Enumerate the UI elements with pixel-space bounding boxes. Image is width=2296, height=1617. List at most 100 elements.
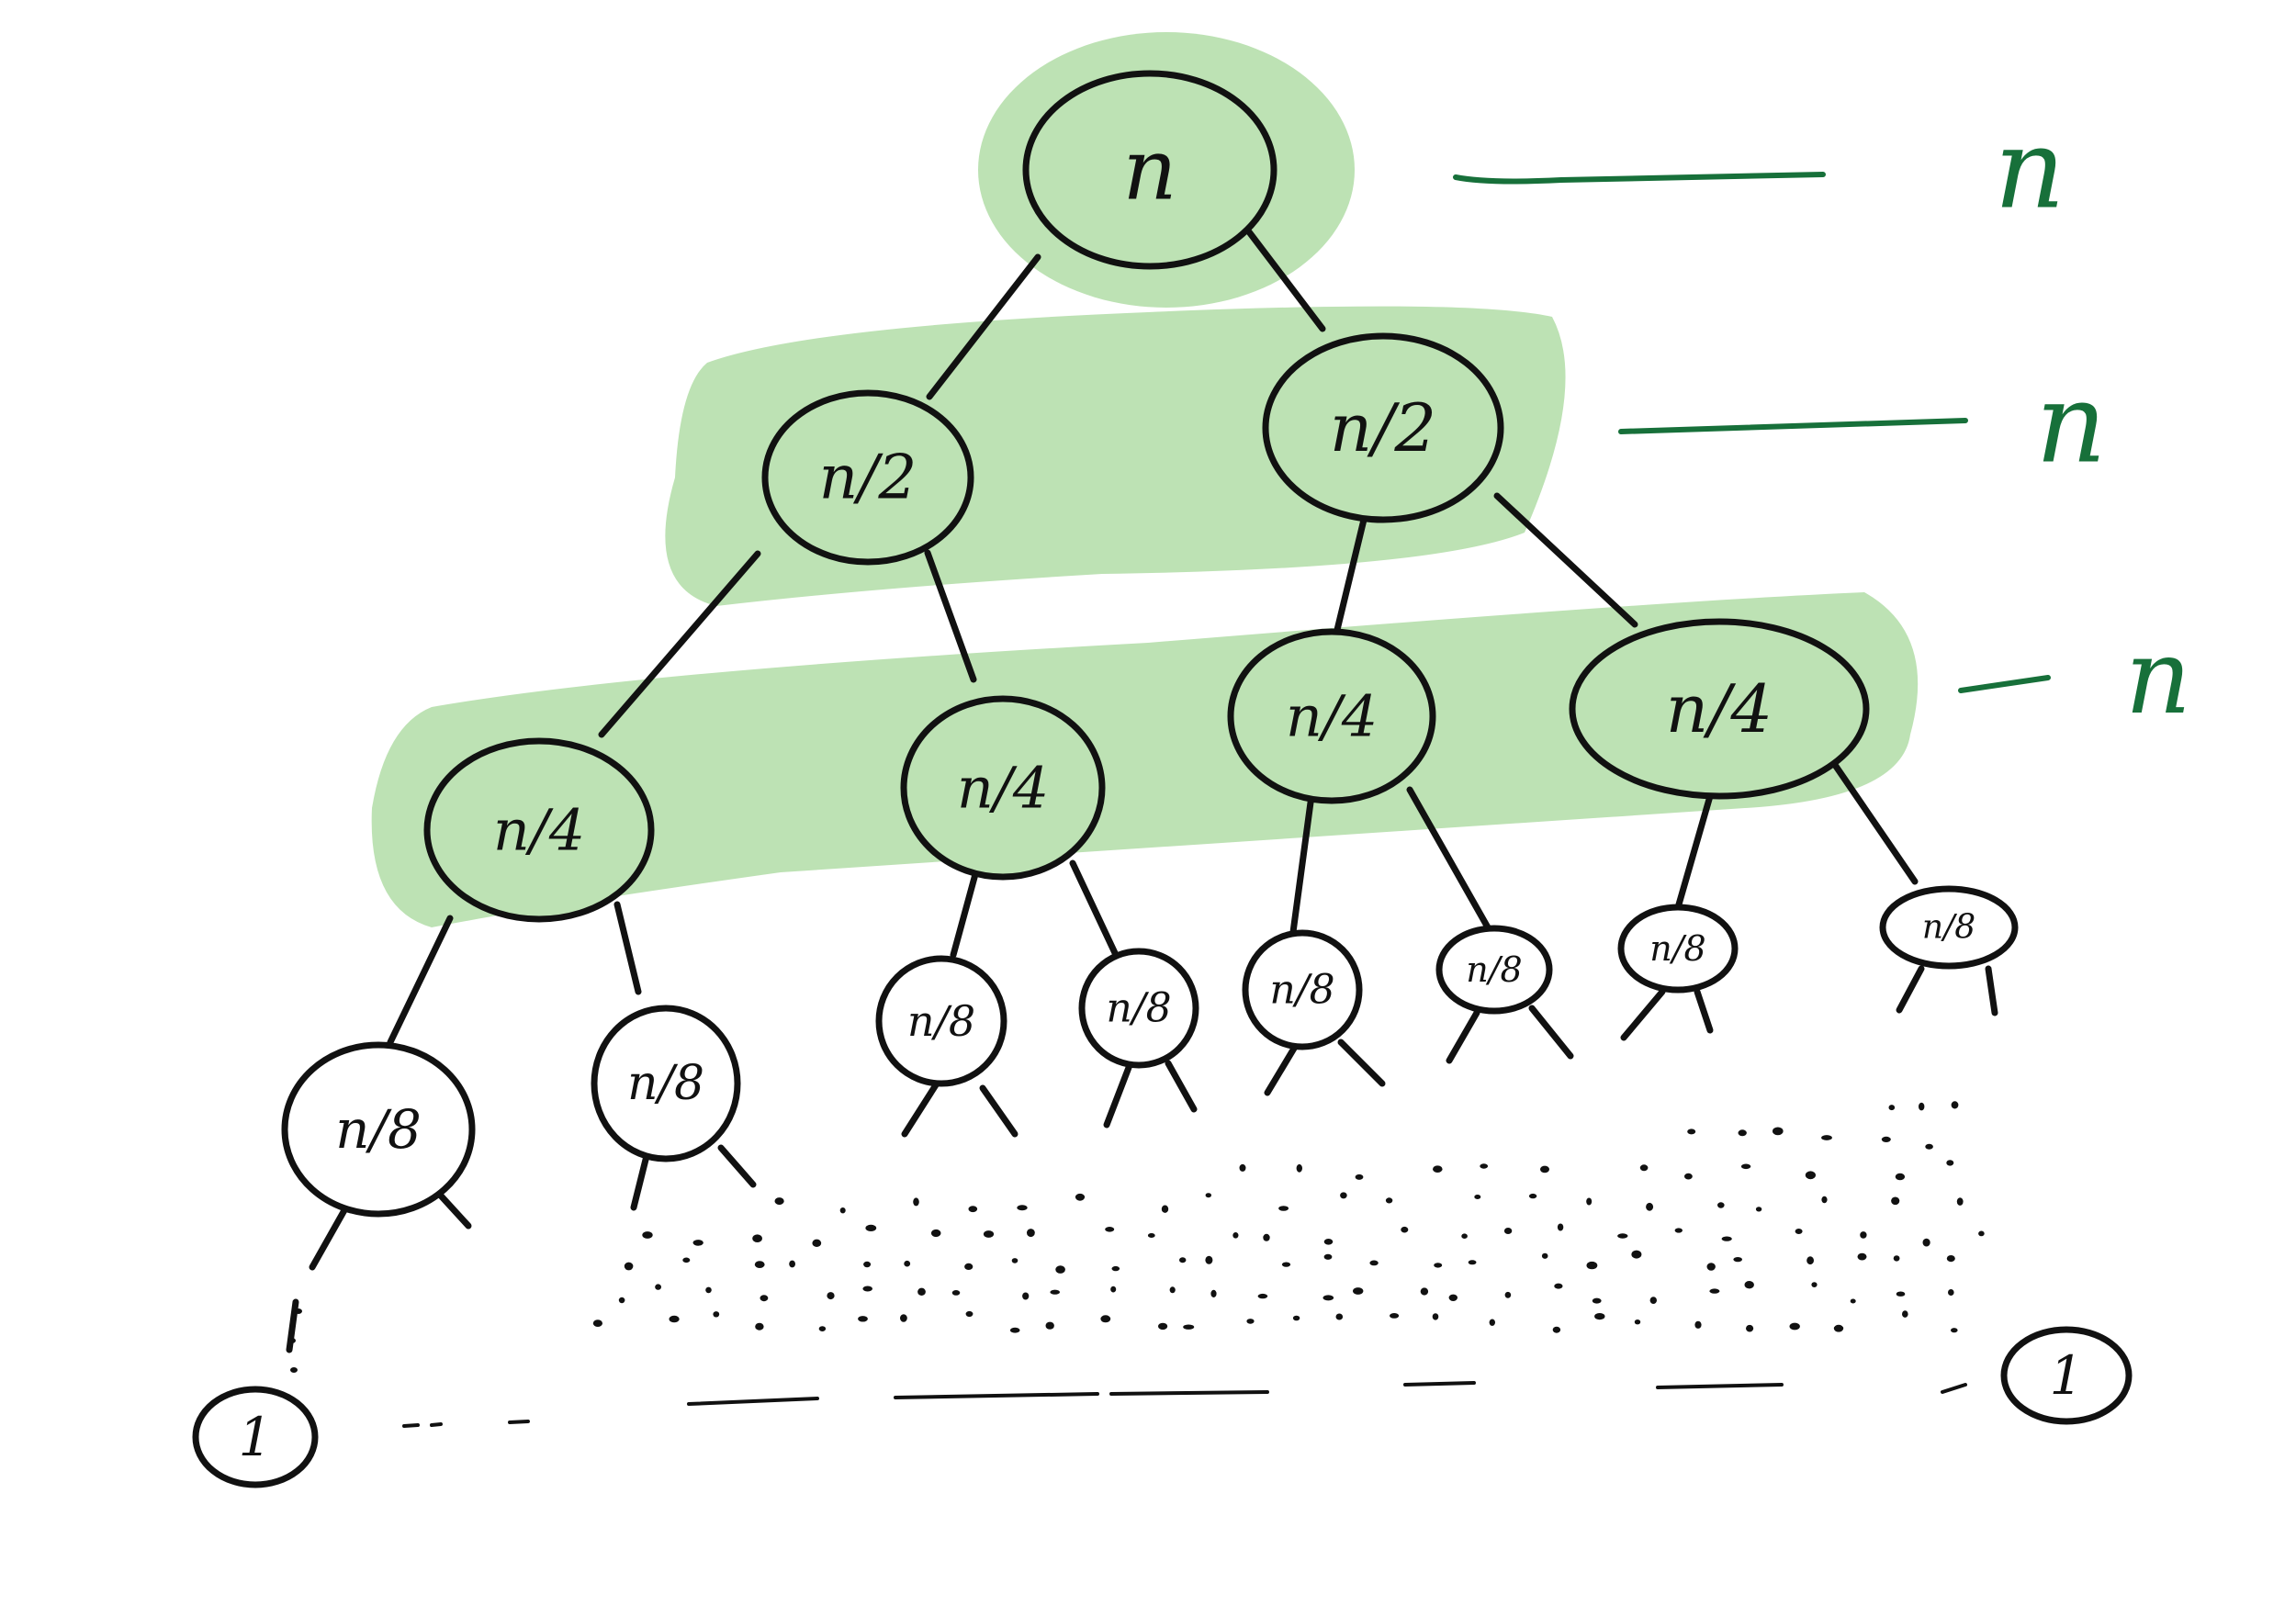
node-circle	[2000, 1326, 2133, 1425]
continuation-dot	[1694, 1320, 1702, 1329]
continuation-dot	[1805, 1171, 1816, 1180]
node-label: n/8	[907, 996, 975, 1046]
tree-node: n/8	[1617, 904, 1739, 994]
continuation-dot	[1893, 1255, 1900, 1262]
tree-node: n/8	[1435, 925, 1553, 1015]
continuation-dot	[1210, 1289, 1217, 1297]
tree-edge	[1831, 761, 1919, 885]
continuation-dot	[1017, 1205, 1028, 1211]
continuation-dot	[1821, 1135, 1832, 1140]
continuation-dot	[705, 1286, 712, 1294]
continuation-dot	[965, 1310, 974, 1318]
continuation-dot	[1634, 1319, 1641, 1325]
continuation-dot	[1789, 1322, 1800, 1331]
continuation-dot	[1432, 1313, 1439, 1320]
continuation-dot	[1335, 1313, 1344, 1320]
continuation-dot	[290, 1367, 298, 1373]
continuation-dash	[894, 1392, 1099, 1399]
continuation-dot	[1674, 1228, 1683, 1233]
tree-edge	[924, 549, 977, 683]
node-label: n/2	[819, 443, 917, 513]
leaf-node: 1	[192, 1386, 319, 1488]
node-label: n/4	[493, 797, 585, 864]
continuation-dot	[1978, 1230, 1985, 1237]
continuation-dot	[1744, 1281, 1754, 1289]
node-circle	[1879, 885, 2019, 970]
continuation-dot	[1322, 1295, 1334, 1301]
node-circle	[281, 1041, 476, 1218]
node-label: n/8	[1106, 985, 1171, 1032]
continuation-dot	[1687, 1129, 1696, 1135]
node-circle	[875, 955, 1007, 1087]
leaf-label: 1	[239, 1406, 273, 1468]
continuation-dot	[818, 1326, 827, 1331]
tree-edge	[613, 901, 642, 995]
continuation-dot	[1888, 1105, 1896, 1111]
node-circle	[1227, 628, 1436, 804]
continuation-dot	[1902, 1310, 1908, 1318]
continuation-dot	[1075, 1193, 1086, 1201]
node-label: n/8	[1922, 909, 1975, 947]
continuation-dot	[1631, 1250, 1642, 1259]
continuation-dot	[1158, 1322, 1168, 1331]
level-sum-1: n	[1618, 361, 2107, 488]
band-level-2	[371, 592, 1919, 927]
node-circle	[1617, 904, 1739, 994]
node-label: n/8	[627, 1056, 704, 1111]
tree-node: n/8	[281, 1041, 476, 1218]
tree-edge	[1103, 1061, 1133, 1129]
continuation-dot	[1738, 1129, 1747, 1137]
continuation-dot	[1586, 1261, 1598, 1270]
node-circle	[1242, 929, 1363, 1050]
continuation-dot	[1278, 1206, 1289, 1211]
tree-node: n/8	[1078, 948, 1199, 1069]
continuation-dot	[1806, 1256, 1814, 1265]
node-label: n/4	[957, 755, 1049, 822]
continuation-dash	[687, 1397, 819, 1406]
tree-edge	[1069, 859, 1120, 959]
continuation-dot	[951, 1290, 961, 1296]
continuation-dot	[1639, 1164, 1649, 1172]
continuation-dash	[430, 1422, 443, 1427]
continuation-dot	[1281, 1262, 1291, 1267]
continuation-dot	[1385, 1197, 1393, 1204]
continuation-dash	[402, 1423, 420, 1428]
tree-edge	[1165, 1060, 1198, 1113]
continuation-dot	[1833, 1324, 1844, 1332]
level-2-nodes: n/4 n/4 n/4 n/4	[423, 618, 1870, 923]
continuation-dot	[1022, 1292, 1030, 1300]
tree-edge	[1620, 988, 1666, 1041]
node-circle	[1435, 925, 1553, 1015]
tree-edge	[926, 253, 1041, 400]
tree-edge	[1493, 492, 1638, 628]
continuation-dot	[1480, 1163, 1489, 1169]
tree-edge	[950, 870, 979, 959]
level-0-nodes: n	[1022, 70, 1277, 270]
continuation-dot	[1257, 1293, 1268, 1299]
continuation-dot	[1857, 1252, 1867, 1261]
continuation-dot	[1721, 1236, 1732, 1241]
tree-edge	[979, 1084, 1019, 1138]
continuation-dot	[1946, 1255, 1955, 1263]
continuation-dot	[1649, 1297, 1658, 1304]
tree-edge	[717, 1144, 757, 1188]
continuation-dash	[1656, 1383, 1784, 1389]
continuation-dot	[1528, 1193, 1537, 1199]
continuation-dot	[865, 1224, 877, 1231]
continuation-dot	[1951, 1101, 1959, 1109]
tree-edge	[1238, 219, 1326, 332]
continuation-dot	[1105, 1227, 1115, 1232]
continuation-dot	[1592, 1297, 1602, 1304]
continuation-dot	[863, 1261, 872, 1268]
node-label: n/4	[1286, 683, 1378, 750]
continuation-dot	[1050, 1289, 1060, 1295]
node-circle	[1262, 332, 1504, 523]
continuation-dot	[1009, 1327, 1020, 1333]
tree-edge	[435, 1190, 472, 1230]
continuation-dot	[1646, 1202, 1654, 1211]
continuation-dash	[1403, 1381, 1476, 1387]
continuation-dot	[669, 1315, 680, 1323]
leaf-nodes: 1 1	[192, 1326, 2133, 1488]
tree-node: n/8	[1879, 885, 2019, 970]
